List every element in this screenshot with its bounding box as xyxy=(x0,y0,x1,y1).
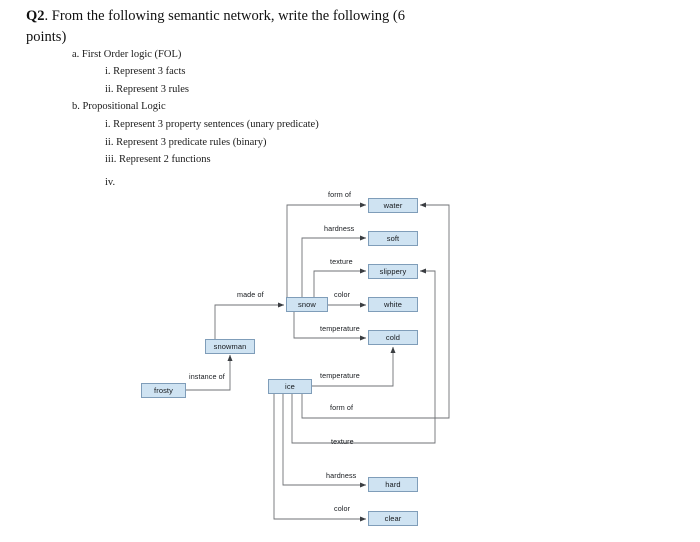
question-sub-item: iv. xyxy=(105,177,116,188)
edge-snow-texture-slippery xyxy=(313,268,367,297)
question-label: Q2 xyxy=(26,8,45,24)
edge-snowman-made-of-snow xyxy=(214,302,285,339)
edge-ice-texture-slippery xyxy=(291,268,436,444)
question-sub-item: i. Represent 3 facts xyxy=(105,66,186,77)
edge-snow-form-of-water xyxy=(286,202,367,297)
node-white[interactable]: white xyxy=(368,297,418,312)
edge-label-snow-slippery: texture xyxy=(330,257,353,266)
edge-ice-form-of-water xyxy=(301,202,450,419)
node-snow[interactable]: snow xyxy=(286,297,328,312)
node-cold[interactable]: cold xyxy=(368,330,418,345)
question-sub-item: ii. Represent 3 rules xyxy=(105,84,189,95)
edge-ice-hardness-hard xyxy=(282,394,367,488)
node-soft[interactable]: soft xyxy=(368,231,418,246)
edge-label-ice-slippery: texture xyxy=(331,437,354,446)
edge-label-snow-white: color xyxy=(334,290,351,299)
edge-label-ice-clear: color xyxy=(334,504,351,513)
edge-snow-temperature-cold xyxy=(293,312,367,341)
edge-label-snowman-snow: made of xyxy=(237,290,264,299)
edge-label-snow-soft: hardness xyxy=(324,224,355,233)
edge-ice-temperature-cold xyxy=(312,346,396,387)
question-title-text: . From the following semantic network, w… xyxy=(26,8,405,46)
node-slippery[interactable]: slippery xyxy=(368,264,418,279)
edge-label-ice-cold: temperature xyxy=(320,371,360,380)
question-sub-item: iii. Represent 2 functions xyxy=(105,154,211,165)
edge-label-snow-cold: temperature xyxy=(320,324,360,333)
node-frosty[interactable]: frosty xyxy=(141,383,186,398)
node-hard[interactable]: hard xyxy=(368,477,418,492)
edge-label-ice-water: form of xyxy=(330,403,354,412)
question-sub-item: a. First Order logic (FOL) xyxy=(72,49,182,60)
question-sub-item: b. Propositional Logic xyxy=(72,101,166,112)
page-title: Q2. From the following semantic network,… xyxy=(26,6,446,48)
node-snowman[interactable]: snowman xyxy=(205,339,255,354)
edge-snow-hardness-soft xyxy=(301,235,367,297)
question-sub-item: i. Represent 3 property sentences (unary… xyxy=(105,119,319,130)
edge-ice-color-clear xyxy=(273,394,367,522)
node-ice[interactable]: ice xyxy=(268,379,312,394)
node-water[interactable]: water xyxy=(368,198,418,213)
edge-label-ice-hard: hardness xyxy=(326,471,357,480)
node-clear[interactable]: clear xyxy=(368,511,418,526)
edge-frosty-instance-of-snowman xyxy=(186,354,233,391)
edge-label-frosty-snowman: instance of xyxy=(189,372,225,381)
edge-label-snow-water: form of xyxy=(328,190,352,199)
question-sub-item: ii. Represent 3 predicate rules (binary) xyxy=(105,137,267,148)
